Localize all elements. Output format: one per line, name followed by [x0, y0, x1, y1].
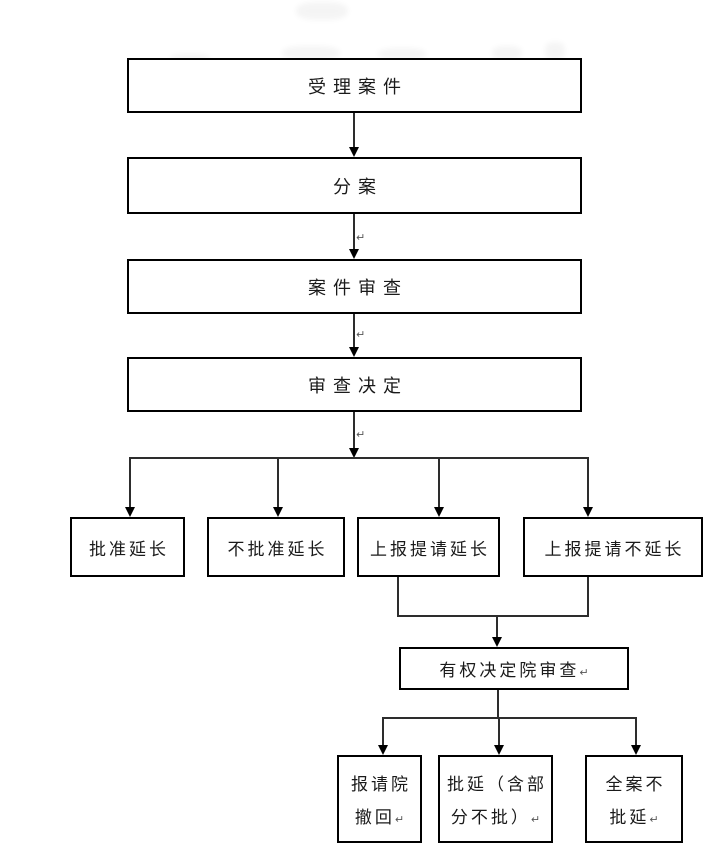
- node-accept-case-label: 受理案件: [308, 76, 408, 98]
- node-approve-delay-partial: 批延（含部 分不批） ↵: [438, 755, 553, 843]
- connector-report-no-extension-down: [587, 577, 589, 617]
- return-mark: ↵: [356, 231, 366, 244]
- node-approve-extension-label: 批准延长: [89, 539, 169, 560]
- connector-accept-to-assign: [353, 113, 355, 148]
- node-approve-extension: 批准延长: [70, 517, 185, 577]
- connector-decision-to-branch: [353, 412, 355, 449]
- connector-court-review-to-branch: [497, 690, 499, 718]
- return-mark: ↵: [356, 428, 366, 441]
- scan-smudge: [545, 42, 565, 60]
- node-whole-case-no-delay-line2: 批延: [609, 807, 650, 828]
- arrowhead-down-icon: [492, 637, 502, 647]
- arrowhead-down-icon: [494, 745, 504, 755]
- drop-to-report-request-no-extension: [587, 457, 589, 507]
- node-whole-case-no-delay-line1: 全案不: [605, 775, 666, 796]
- connector-assign-to-review: [353, 214, 355, 250]
- drop-to-report-withdraw: [382, 717, 384, 745]
- arrowhead-down-icon: [631, 745, 641, 755]
- node-assign-case: 分案: [127, 157, 582, 214]
- scan-smudge: [282, 46, 340, 60]
- connector-review-to-decision: [353, 314, 355, 348]
- node-whole-case-no-delay: 全案不 批延 ↵: [585, 755, 683, 843]
- drop-to-approve-extension: [129, 457, 131, 507]
- return-mark: ↵: [579, 666, 589, 679]
- node-report-court-withdraw-line2: 撤回: [354, 807, 395, 828]
- arrowhead-down-icon: [349, 347, 359, 357]
- drop-to-whole-case-no-delay: [635, 717, 637, 745]
- arrowhead-down-icon: [583, 507, 593, 517]
- return-mark: ↵: [356, 328, 366, 341]
- node-disapprove-extension-label: 不批准延长: [227, 539, 328, 560]
- arrowhead-down-icon: [378, 745, 388, 755]
- node-review-decision-label: 审查决定: [308, 375, 408, 397]
- arrowhead-down-icon: [349, 249, 359, 259]
- node-report-request-extension: 上报提请延长: [357, 517, 500, 577]
- node-disapprove-extension: 不批准延长: [207, 517, 345, 577]
- arrowhead-down-icon: [434, 507, 444, 517]
- node-report-court-withdraw: 报请院 撤回 ↵: [337, 755, 422, 843]
- arrowhead-down-icon: [349, 147, 359, 157]
- node-case-review-label: 案件审查: [308, 277, 408, 299]
- return-mark: ↵: [394, 812, 405, 826]
- node-accept-case: 受理案件: [127, 58, 582, 113]
- node-case-review: 案件审查: [127, 259, 582, 314]
- scan-smudge: [378, 48, 426, 60]
- node-authorized-court-review: 有权决定院审查 ↵: [399, 647, 629, 690]
- drop-to-disapprove-extension: [277, 457, 279, 507]
- arrowhead-down-icon: [125, 507, 135, 517]
- drop-to-approve-delay: [498, 717, 500, 745]
- scan-smudge: [296, 2, 348, 20]
- drop-to-report-request-extension: [438, 457, 440, 507]
- branch-distributor-line-1: [129, 457, 589, 459]
- merge-line: [397, 615, 589, 617]
- node-approve-delay-partial-line1: 批延（含部: [447, 775, 547, 796]
- node-report-court-withdraw-line1: 报请院: [351, 775, 411, 796]
- connector-report-extension-down: [397, 577, 399, 617]
- return-mark: ↵: [649, 812, 659, 826]
- node-report-request-extension-label: 上报提请延长: [370, 539, 490, 560]
- node-report-request-no-extension: 上报提请不延长: [523, 517, 703, 577]
- arrowhead-down-icon: [349, 448, 359, 458]
- branch-distributor-line-2: [382, 717, 637, 719]
- return-mark: ↵: [530, 812, 541, 826]
- connector-merge-to-court-review: [496, 615, 498, 638]
- node-report-request-no-extension-label: 上报提请不延长: [544, 539, 685, 560]
- node-authorized-court-review-label: 有权决定院审查: [439, 661, 580, 681]
- node-assign-case-label: 分案: [333, 176, 383, 198]
- arrowhead-down-icon: [273, 507, 283, 517]
- node-approve-delay-partial-line2: 分不批）: [450, 807, 531, 828]
- scan-smudge: [492, 46, 522, 60]
- node-review-decision: 审查决定: [127, 357, 582, 412]
